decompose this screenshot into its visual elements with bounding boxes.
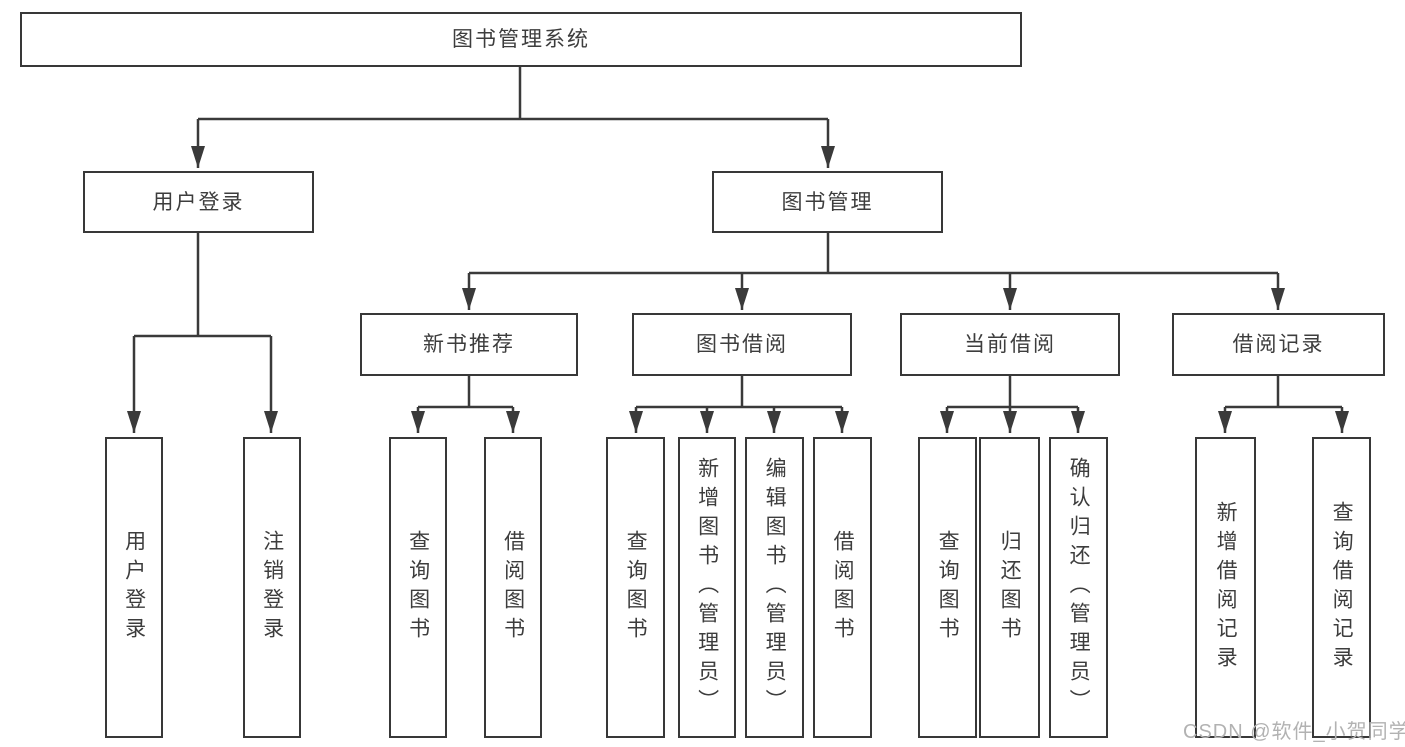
leaf-query-borrow-record: 查询借阅记录 — [1312, 437, 1371, 738]
leaf-logout-login: 注销登录 — [243, 437, 301, 738]
node-book-management: 图书管理 — [712, 171, 943, 233]
leaf-query-book-current: 查询图书 — [918, 437, 977, 738]
node-book-borrow: 图书借阅 — [632, 313, 852, 376]
leaf-borrow-book-recommend: 借阅图书 — [484, 437, 542, 738]
node-new-book-recommend: 新书推荐 — [360, 313, 578, 376]
leaf-user-login: 用户登录 — [105, 437, 163, 738]
csdn-watermark: CSDN @软件_小贺同学 — [1183, 721, 1405, 743]
leaf-query-book-borrow: 查询图书 — [606, 437, 665, 738]
leaf-query-book-recommend: 查询图书 — [389, 437, 447, 738]
leaf-return-book: 归还图书 — [979, 437, 1040, 738]
leaf-add-borrow-record: 新增借阅记录 — [1195, 437, 1256, 738]
leaf-add-book-admin: 新增图书（管理员） — [678, 437, 736, 738]
node-current-borrow: 当前借阅 — [900, 313, 1120, 376]
leaf-confirm-return-admin: 确认归还（管理员） — [1049, 437, 1108, 738]
node-root: 图书管理系统 — [20, 12, 1022, 67]
node-borrow-record: 借阅记录 — [1172, 313, 1385, 376]
leaf-edit-book-admin: 编辑图书（管理员） — [745, 437, 804, 738]
node-user-login: 用户登录 — [83, 171, 314, 233]
leaf-borrow-book: 借阅图书 — [813, 437, 872, 738]
